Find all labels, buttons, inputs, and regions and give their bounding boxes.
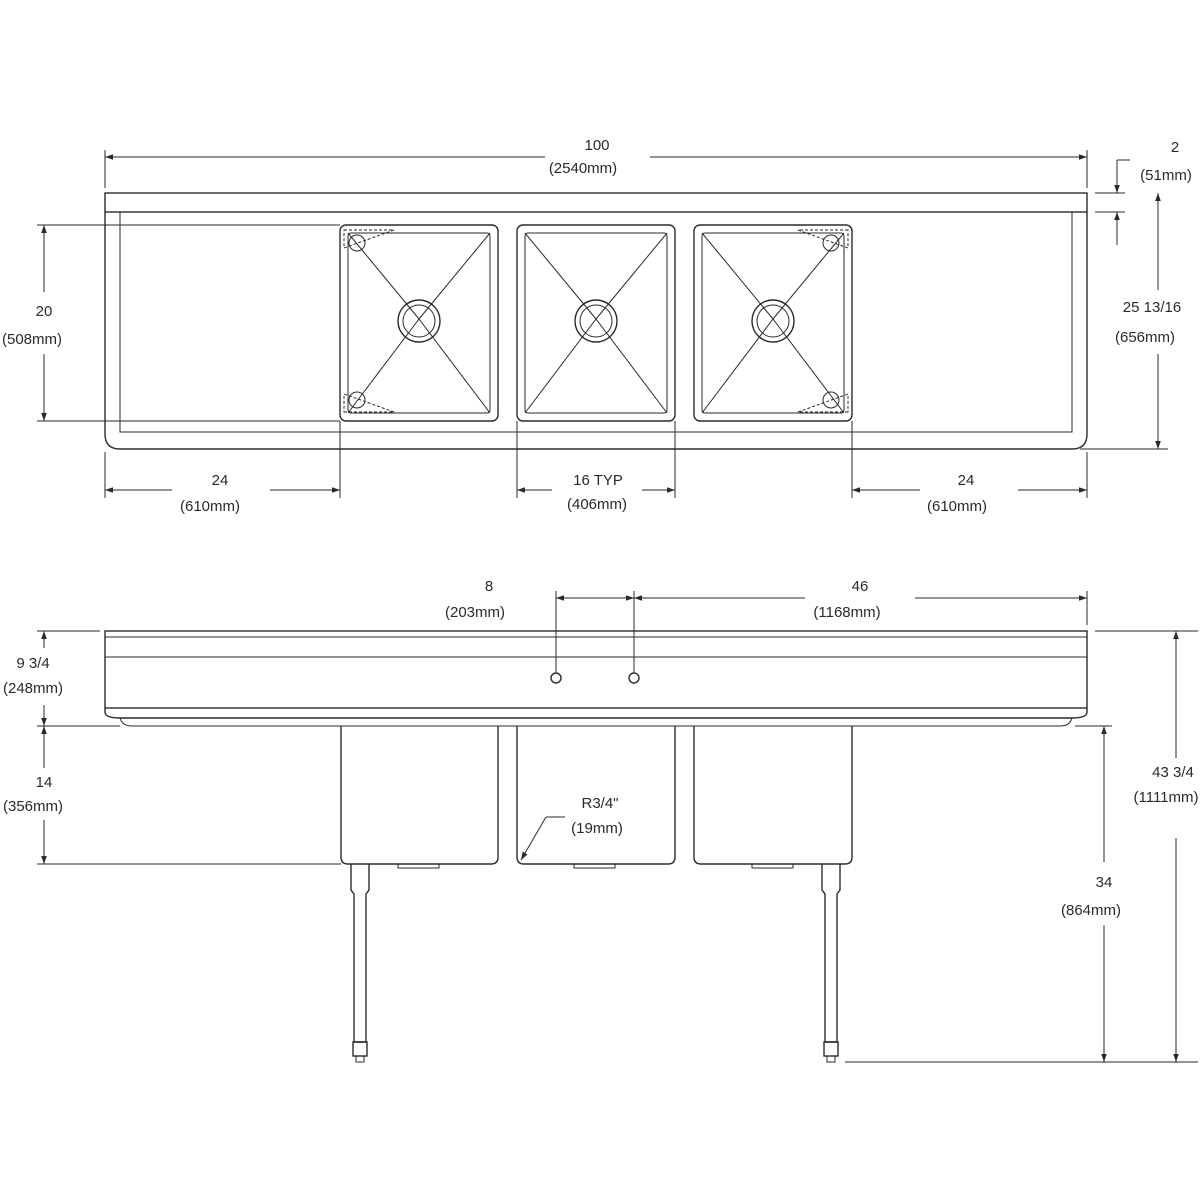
faucet-hole-right [628, 672, 640, 684]
dim-bowl-width-mm: (406mm) [567, 496, 627, 513]
dim-backsplash-mm: (51mm) [1140, 167, 1192, 184]
dim-overall-depth-in: 25 13/16 [1123, 299, 1181, 316]
dim-overall-length-mm: (2540mm) [549, 160, 617, 177]
dim-backsplash-total-mm: (248mm) [3, 680, 63, 697]
drain-right [751, 299, 795, 343]
dim-faucet-to-end-mm: (1168mm) [813, 604, 880, 621]
top-backsplash [104, 192, 1088, 213]
dim-bowl-depth-in: 14 [36, 774, 53, 791]
front-bowl-left [340, 726, 499, 865]
front-backsplash [104, 630, 1088, 709]
dim-faucet-spacing-in: 8 [485, 578, 493, 595]
dim-overall-height-mm: (1111mm) [1133, 789, 1198, 806]
drain-middle [574, 299, 618, 343]
dim-backsplash-total-in: 9 3/4 [16, 655, 49, 672]
dim-bowl-width-in: 16 TYP [573, 472, 623, 489]
dim-corner-radius-in: R3/4" [581, 795, 618, 812]
dim-rim-height-in: 34 [1096, 874, 1113, 891]
dim-right-drainboard-in: 24 [958, 472, 975, 489]
dim-corner-radius-mm: (19mm) [571, 820, 623, 837]
dim-faucet-to-end-in: 46 [852, 578, 869, 595]
drain-corner-br [822, 391, 840, 409]
drain-corner-bl [348, 391, 366, 409]
dim-left-drainboard-in: 24 [212, 472, 229, 489]
front-rim [104, 708, 1088, 719]
bowl-right [693, 224, 853, 422]
dim-faucet-spacing-mm: (203mm) [445, 604, 505, 621]
drain-corner-tl [348, 234, 366, 252]
dim-overall-height-in: 43 3/4 [1152, 764, 1194, 781]
dim-left-drainboard-mm: (610mm) [180, 498, 240, 515]
front-bowl-right [693, 726, 853, 865]
dim-overall-depth-mm: (656mm) [1115, 329, 1175, 346]
dim-bowl-front-back-in: 20 [36, 303, 53, 320]
top-view: 100 (2540mm) 2 (51mm) 20 (508mm) 25 13/1… [2, 137, 1192, 515]
leg-left [350, 864, 370, 1063]
dim-bowl-depth-mm: (356mm) [3, 798, 63, 815]
drain-left [397, 299, 441, 343]
top-deck-inner [119, 212, 1073, 433]
drain-corner-tr [822, 234, 840, 252]
dim-rim-height-mm: (864mm) [1061, 902, 1121, 919]
bowl-middle [516, 224, 676, 422]
leg-right [821, 864, 841, 1063]
bowl-left [339, 224, 499, 422]
dim-bowl-front-back-mm: (508mm) [2, 331, 62, 348]
top-deck-outline [104, 212, 1088, 450]
faucet-hole-left [550, 672, 562, 684]
front-view: 8 (203mm) 46 (1168mm) 9 3/4 (248mm) 14 (… [3, 578, 1199, 1063]
dim-right-drainboard-mm: (610mm) [927, 498, 987, 515]
dim-backsplash-in: 2 [1171, 139, 1179, 156]
dim-overall-length-in: 100 [584, 137, 609, 154]
